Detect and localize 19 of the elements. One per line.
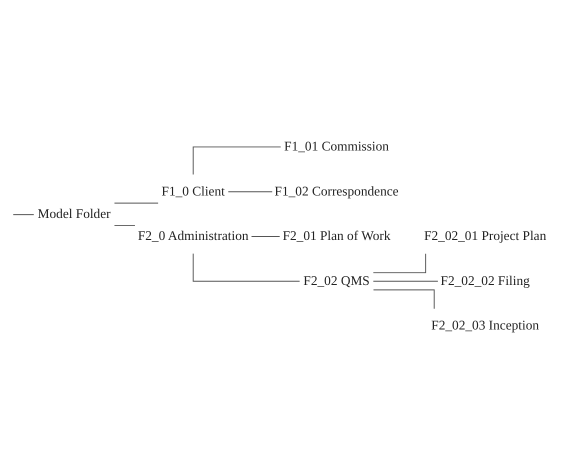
connector — [114, 202, 159, 204]
connector — [372, 252, 426, 273]
connector — [114, 224, 136, 226]
node-text: F2_02_03 Inception — [431, 317, 540, 332]
connector — [372, 280, 438, 282]
node-text: F2_02_01 Project Plan — [424, 228, 546, 243]
node-text: F2_02_02 Filing — [440, 272, 530, 288]
connector — [373, 288, 435, 309]
node-text: F1_0 Client — [162, 182, 225, 198]
node-text: F2_0 Administration — [138, 228, 249, 243]
connector — [192, 252, 300, 282]
node-text: F1_01 Commission — [284, 138, 389, 153]
connector — [192, 146, 282, 175]
node-text: F2_02 QMS — [303, 272, 370, 288]
node-text: F2_01 Plan of Work — [282, 228, 391, 243]
connector — [12, 214, 34, 215]
connector — [228, 190, 273, 192]
node-text: Model Folder — [38, 206, 111, 221]
node-text: F1_02 Correspondence — [274, 182, 399, 198]
